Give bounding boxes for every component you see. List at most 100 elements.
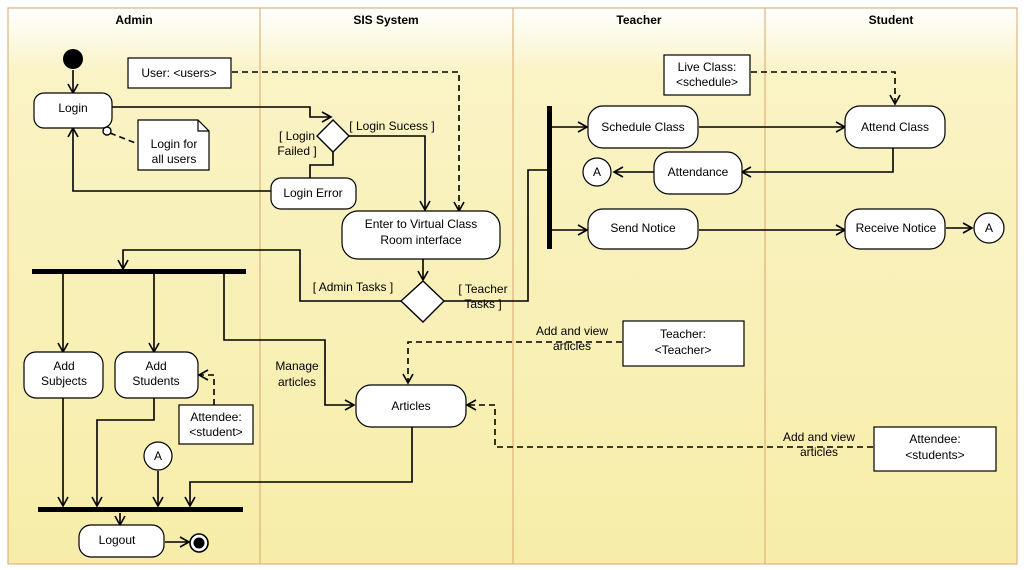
action-attend-class[interactable] xyxy=(844,105,946,149)
action-login[interactable] xyxy=(33,92,113,129)
action-enter-vcr[interactable] xyxy=(341,210,501,260)
lane-student xyxy=(764,7,1018,565)
object-user-users xyxy=(127,57,232,89)
guard-teacher-tasks-1: [ Teacher xyxy=(458,282,507,296)
login-decision xyxy=(316,119,350,153)
action-attendance[interactable] xyxy=(653,151,743,195)
guard-teacher-tasks-2: Tasks ] xyxy=(464,297,501,311)
lane-title-teacher: Teacher xyxy=(616,13,661,27)
label-manage-articles-1: Manage xyxy=(275,359,319,373)
flow-decision2-to-admin-fork xyxy=(117,249,401,302)
flow-live-class-to-attend xyxy=(751,71,901,106)
object-teacher-label-2: <Teacher> xyxy=(655,343,712,357)
object-attendee-student-label-2: <student> xyxy=(189,425,242,439)
action-schedule-class[interactable] xyxy=(587,105,699,149)
note-login-label-2: all users xyxy=(152,152,197,166)
connector-a-notice xyxy=(973,212,1005,244)
action-receive-notice[interactable] xyxy=(844,208,946,250)
flow-decision-to-enter-vcr xyxy=(349,135,431,212)
connectors xyxy=(143,157,1005,471)
lane-title-student: Student xyxy=(869,13,914,27)
flow-teacher-object-to-articles xyxy=(402,341,622,385)
lane-title-sis-system: SIS System xyxy=(353,13,418,27)
final-node xyxy=(189,533,209,553)
guard-login-failed-1: [ Login xyxy=(279,129,315,143)
action-add-subjects[interactable] xyxy=(23,351,104,399)
lane-admin xyxy=(7,7,261,565)
connector-a-attendance xyxy=(582,157,612,187)
fork-join-bars xyxy=(32,106,552,512)
note-login-label-1: Login for xyxy=(151,137,198,151)
logout-label: Logout xyxy=(99,533,136,547)
action-send-notice[interactable] xyxy=(587,208,699,250)
object-flows xyxy=(109,71,901,448)
object-attendee-student xyxy=(178,404,254,445)
action-login-error[interactable] xyxy=(270,177,357,210)
object-user-users-label: User: <users> xyxy=(141,66,216,80)
guard-admin-tasks: [ Admin Tasks ] xyxy=(313,280,393,294)
teacher-fork-bar xyxy=(547,106,552,249)
attend-class-label: Attend Class xyxy=(861,120,929,134)
object-attendee-students-label-2: <students> xyxy=(905,448,964,462)
send-notice-label: Send Notice xyxy=(610,221,676,235)
flow-add-students-to-join xyxy=(91,398,155,508)
flow-fork-to-articles xyxy=(223,273,356,411)
add-subjects-label-1: Add xyxy=(53,359,74,373)
flow-attend-to-attendance xyxy=(740,148,894,178)
attendance-label: Attendance xyxy=(668,165,729,179)
flow-attendee-students-to-articles xyxy=(465,399,873,448)
connector-a-notice-label: A xyxy=(985,221,993,235)
flow-login-error-to-login xyxy=(67,126,272,192)
object-live-class-label-1: Live Class: xyxy=(678,60,737,74)
articles-label: Articles xyxy=(391,399,430,413)
receive-notice-label: Receive Notice xyxy=(856,221,937,235)
action-nodes xyxy=(23,92,946,558)
tasks-decision xyxy=(399,280,446,323)
label-add-view-teacher-1: Add and view xyxy=(536,324,608,338)
flow-note-anchor xyxy=(109,132,139,145)
add-students-label-2: Students xyxy=(132,374,179,388)
connector-a-attendance-label: A xyxy=(593,165,601,179)
flow-user-object-to-enter-vcr xyxy=(232,71,465,213)
swimlanes: Admin SIS System Teacher Student xyxy=(7,7,1018,565)
object-live-class xyxy=(663,54,751,96)
enter-vcr-label-1: Enter to Virtual Class xyxy=(365,217,478,231)
action-add-students[interactable] xyxy=(114,351,199,399)
object-attendee-students-label-1: Attendee: xyxy=(909,432,960,446)
lane-sis-system xyxy=(259,7,514,565)
node-texts: Login Login Error Enter to Virtual Class… xyxy=(41,60,993,547)
note-login-all-users xyxy=(102,119,210,171)
add-students-label-1: Add xyxy=(145,359,166,373)
object-teacher xyxy=(622,320,745,367)
guard-login-success: [ Login Sucess ] xyxy=(349,119,434,133)
schedule-class-label: Schedule Class xyxy=(601,120,684,134)
object-live-class-label-2: <schedule> xyxy=(676,75,738,89)
action-articles[interactable] xyxy=(355,384,467,428)
initial-node xyxy=(63,49,83,69)
object-attendee-students xyxy=(873,426,997,472)
label-manage-articles-2: articles xyxy=(278,375,316,389)
connector-a-admin xyxy=(143,441,173,471)
login-error-label: Login Error xyxy=(283,186,342,200)
object-attendee-student-label-1: Attendee: xyxy=(190,410,241,424)
flow-attendee-student-to-add-students xyxy=(197,369,215,405)
enter-vcr-label-2: Room interface xyxy=(380,233,462,247)
object-teacher-label-1: Teacher: xyxy=(660,327,706,341)
add-subjects-label-2: Subjects xyxy=(41,374,87,388)
login-label: Login xyxy=(58,101,87,115)
object-nodes xyxy=(127,54,997,472)
control-flows xyxy=(57,70,974,548)
lane-title-admin: Admin xyxy=(115,13,152,27)
flow-decision-to-login-error xyxy=(309,152,334,178)
action-logout[interactable] xyxy=(78,524,165,558)
admin-fork-bar xyxy=(32,269,246,274)
flow-login-to-decision xyxy=(112,106,333,123)
guard-login-failed-2: Failed ] xyxy=(277,144,316,158)
label-add-view-student-2: articles xyxy=(800,445,838,459)
flow-articles-to-join xyxy=(184,427,413,508)
connector-a-admin-label: A xyxy=(154,449,162,463)
label-add-view-teacher-2: articles xyxy=(553,339,591,353)
label-add-view-student-1: Add and view xyxy=(783,430,855,444)
lane-teacher xyxy=(512,7,766,565)
